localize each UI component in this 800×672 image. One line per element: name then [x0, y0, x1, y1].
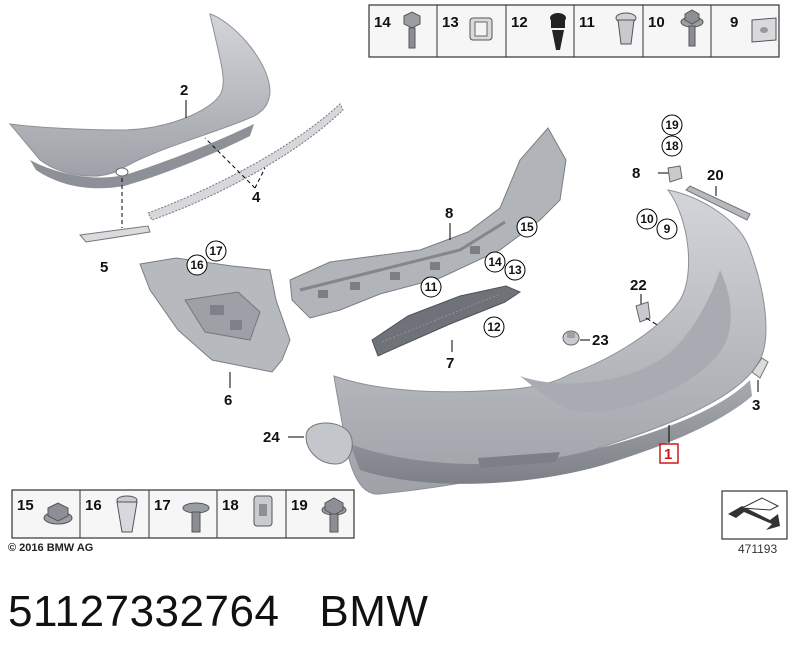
copyright-text: © 2016 BMW AG [8, 542, 94, 554]
circled-label-12: 12 [483, 316, 505, 338]
part-4-trim-strip [147, 103, 344, 221]
hex-nut-icon [43, 502, 73, 525]
strip-label-15: 15 [17, 497, 34, 514]
label-2: 2 [180, 82, 188, 99]
brand-name: BMW [319, 587, 429, 636]
circled-label-13: 13 [504, 259, 526, 281]
strip-label-14: 14 [374, 14, 391, 31]
svg-text:11: 11 [425, 280, 438, 294]
svg-text:13: 13 [508, 263, 522, 277]
circled-label-19: 19 [661, 114, 683, 136]
label-1: 1 [664, 446, 672, 463]
hex-bolt-icon [403, 11, 421, 49]
u-clip-icon [751, 17, 777, 43]
svg-text:12: 12 [487, 320, 501, 334]
label-8: 8 [445, 205, 453, 222]
part-20-bracket [667, 165, 683, 183]
caption: 51127332764 BMW [8, 587, 468, 637]
part-5-reflector [79, 225, 151, 243]
strip-label-13: 13 [442, 14, 459, 31]
label-23: 23 [592, 332, 609, 349]
circled-label-18: 18 [661, 135, 683, 157]
part-22-bracket [635, 301, 651, 323]
svg-text:17: 17 [209, 244, 223, 258]
strip-label-10: 10 [648, 14, 665, 31]
part-21-seal-strip [685, 185, 751, 221]
orientation-arrow-box [721, 490, 788, 540]
part-7-grille [371, 285, 522, 357]
circled-label-10: 10 [636, 208, 658, 230]
label-22: 22 [630, 277, 647, 294]
highlight-box [659, 443, 679, 464]
part-number: 51127332764 [8, 587, 280, 636]
part-6-bracket [139, 257, 291, 373]
strip-label-11: 11 [579, 14, 595, 31]
part-1-bumper-trim-panel [333, 189, 767, 495]
svg-text:9: 9 [664, 222, 671, 236]
collar-screw-icon [182, 502, 210, 533]
top-fastener-strip: 14 13 12 11 10 9 [368, 4, 780, 58]
label-21: 20 [707, 167, 724, 184]
circled-label-16: 16 [186, 254, 208, 276]
label-20: 8 [632, 165, 640, 182]
strip-label-19: 19 [291, 497, 308, 514]
strip-label-9: 9 [730, 14, 738, 31]
label-6: 6 [224, 392, 232, 409]
diagram-reference-number: 471193 [738, 542, 778, 556]
spring-clip-icon [469, 17, 493, 41]
clip-nut-icon [253, 495, 273, 527]
circled-label-17: 17 [205, 240, 227, 262]
svg-text:14: 14 [488, 255, 502, 269]
plastic-nut-icon [615, 12, 637, 45]
label-24: 24 [263, 429, 280, 446]
part-2-bumper-cover-upper [8, 13, 271, 189]
circled-label-14: 14 [484, 251, 506, 273]
expanding-rivet-icon [550, 13, 566, 50]
label-4: 4 [252, 189, 261, 206]
part-24-tow-hook-cover [305, 422, 353, 465]
part-23-clip [562, 330, 580, 346]
svg-text:15: 15 [520, 220, 534, 234]
label-3: 3 [752, 397, 760, 414]
circled-label-15: 15 [516, 216, 538, 238]
flange-screw-icon [680, 9, 704, 47]
part-8-carrier [289, 127, 567, 319]
circled-label-9: 9 [656, 218, 678, 240]
strip-label-17: 17 [154, 497, 171, 514]
circled-label-11: 11 [420, 276, 442, 298]
hex-screw-icon [321, 497, 347, 533]
label-7: 7 [446, 355, 454, 372]
bottom-fastener-strip: 15 16 17 18 19 [11, 489, 355, 539]
strip-label-16: 16 [85, 497, 102, 514]
expanding-nut-icon [116, 495, 138, 533]
svg-text:18: 18 [665, 139, 679, 153]
svg-text:16: 16 [190, 258, 204, 272]
svg-text:19: 19 [665, 118, 679, 132]
svg-text:10: 10 [640, 212, 654, 226]
strip-label-18: 18 [222, 497, 239, 514]
label-5: 5 [100, 259, 108, 276]
strip-label-12: 12 [511, 14, 528, 31]
part-3-bracket [751, 357, 769, 379]
